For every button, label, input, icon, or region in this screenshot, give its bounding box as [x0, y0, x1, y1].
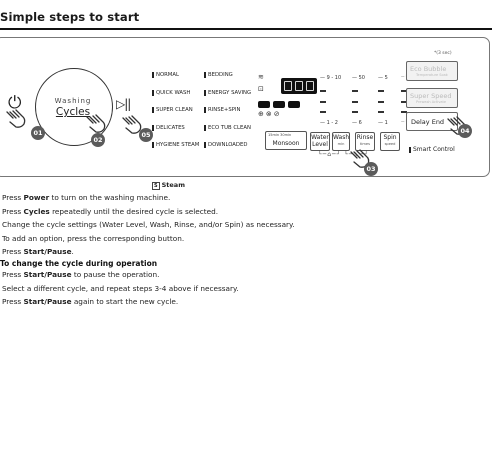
- list-item: .Press Start/Pause to pause the operatio…: [2, 270, 160, 279]
- cycle-quick-wash: QUICK WASH: [152, 90, 190, 96]
- rinse-button[interactable]: Rinse times: [355, 132, 375, 151]
- list-item: .Press Power to turn on the washing mach…: [2, 193, 171, 202]
- change-cycle-steps-list: .Press Start/Pause to pause the operatio…: [0, 268, 492, 309]
- wash-sub: min: [337, 141, 345, 146]
- steam-icon: S: [152, 182, 160, 190]
- display-digit: [306, 81, 314, 91]
- step-badge-01: 01: [31, 126, 45, 140]
- level-label: — 6: [352, 120, 362, 126]
- spin-label: Spin: [383, 134, 397, 141]
- dial-washing-label: Washing: [54, 97, 92, 105]
- eco-bubble-label: Eco Bubble: [410, 65, 447, 73]
- monsoon-times: 15min 30min: [268, 133, 292, 137]
- status-pill-icon: [273, 101, 285, 108]
- digital-display: [281, 78, 317, 94]
- pointing-hand-icon: [447, 116, 467, 135]
- list-item: .Press Cycles repeatedly until the desir…: [2, 206, 219, 216]
- display-digit: [284, 81, 292, 91]
- level-label: — 9 - 10: [320, 75, 342, 81]
- level-dash: [378, 101, 384, 103]
- control-panel: [0, 37, 490, 177]
- lock-icon: ⊕⊗⊘: [258, 110, 282, 118]
- level-dash: [320, 111, 326, 113]
- smart-control-label: Smart Control: [409, 146, 455, 153]
- level-dash: [352, 101, 358, 103]
- step-badge-04: 04: [458, 124, 472, 138]
- step-badge-02: 02: [91, 133, 105, 147]
- wash-button[interactable]: Wash min: [332, 132, 350, 151]
- change-cycle-heading: To change the cycle during operation: [0, 259, 158, 268]
- option-icons: └─⌂─┘ └─♨─┘: [318, 151, 369, 158]
- cycle-super-clean: SUPER CLEAN: [152, 107, 193, 113]
- level-dash: [378, 90, 384, 92]
- water-label: Water: [311, 134, 329, 141]
- cycle-energy-saving: ENERGY SAVING: [204, 90, 251, 96]
- level-dash: [352, 111, 358, 113]
- level-dash: [320, 90, 326, 92]
- spin-button[interactable]: Spin speed: [380, 132, 400, 151]
- spin-sub: speed: [384, 141, 396, 146]
- level-dash: [401, 111, 407, 113]
- water-level-button[interactable]: Water Level: [310, 132, 330, 151]
- cycle-normal: NORMAL: [152, 72, 179, 78]
- cycle-downloaded: DOWNLOADED: [204, 142, 247, 148]
- level-label: — 1: [378, 120, 388, 126]
- super-speed-button[interactable]: Super Speed Prewash Activate: [406, 88, 458, 108]
- cycle-hygiene-steam: HYGIENE STEAM: [152, 142, 199, 148]
- cycle-eco-tub-clean: ECO TUB CLEAN: [204, 125, 251, 131]
- pointing-hand-icon: [122, 115, 142, 134]
- rinse-label: Rinse: [356, 134, 374, 141]
- wifi-icon: ≋: [258, 73, 264, 81]
- cycle-delicates: DELICATES: [152, 125, 185, 131]
- display-digit: [295, 81, 303, 91]
- step-badge-03: 03: [364, 162, 378, 176]
- monsoon-label: Monsoon: [272, 140, 300, 147]
- list-item: .Press Start/Pause.: [2, 247, 74, 257]
- pointing-hand-icon: [350, 149, 370, 168]
- rinse-sub: times: [360, 141, 370, 146]
- title-rule: [0, 28, 492, 30]
- status-pill-icon: [288, 101, 300, 108]
- eco-bubble-sub: Temperature Soak: [416, 73, 448, 77]
- super-speed-label: Super Speed: [410, 92, 452, 100]
- wash-label: Wash: [333, 134, 350, 141]
- level-dash: [320, 101, 326, 103]
- smart-check-icon: ⊡: [258, 85, 264, 93]
- cycle-bedding: BEDDING: [204, 72, 233, 78]
- level-label: — 50: [352, 75, 365, 81]
- cycle-rinse-spin: RINSE+SPIN: [204, 107, 240, 113]
- hold-note: *(3 sec): [434, 51, 452, 56]
- super-speed-sub: Prewash Activate: [416, 100, 447, 104]
- level-label: — 1 - 2: [320, 120, 338, 126]
- level-dash: [401, 90, 407, 92]
- step-badge-05: 05: [139, 128, 153, 142]
- start-steps-list: .Press Power to turn on the washing mach…: [0, 191, 492, 259]
- level-dash: [378, 111, 384, 113]
- status-pill-icon: [258, 101, 270, 108]
- list-item: .Select a different cycle, and repeat st…: [2, 283, 239, 293]
- monsoon-button[interactable]: 15min 30min Monsoon: [265, 131, 307, 150]
- power-icon[interactable]: ⏻: [8, 93, 22, 113]
- section-title: Simple steps to start: [0, 10, 140, 24]
- eco-bubble-button[interactable]: Eco Bubble Temperature Soak: [406, 61, 458, 81]
- list-item: .Press Start/Pause again to start the ne…: [2, 297, 179, 307]
- level-dash: [352, 90, 358, 92]
- dial-cycles-label: Cycles: [55, 106, 91, 118]
- level-label: — 5: [378, 75, 388, 81]
- pointing-hand-icon: [86, 114, 106, 133]
- start-pause-icon[interactable]: ▷||: [116, 97, 131, 111]
- list-item: .To add an option, press the correspondi…: [2, 233, 185, 243]
- list-item: .Change the cycle settings (Water Level,…: [2, 220, 295, 230]
- cycles-dial[interactable]: [35, 68, 113, 146]
- level-dash: [401, 101, 407, 103]
- pointing-hand-icon: [6, 109, 26, 128]
- level-text: Level: [312, 140, 328, 148]
